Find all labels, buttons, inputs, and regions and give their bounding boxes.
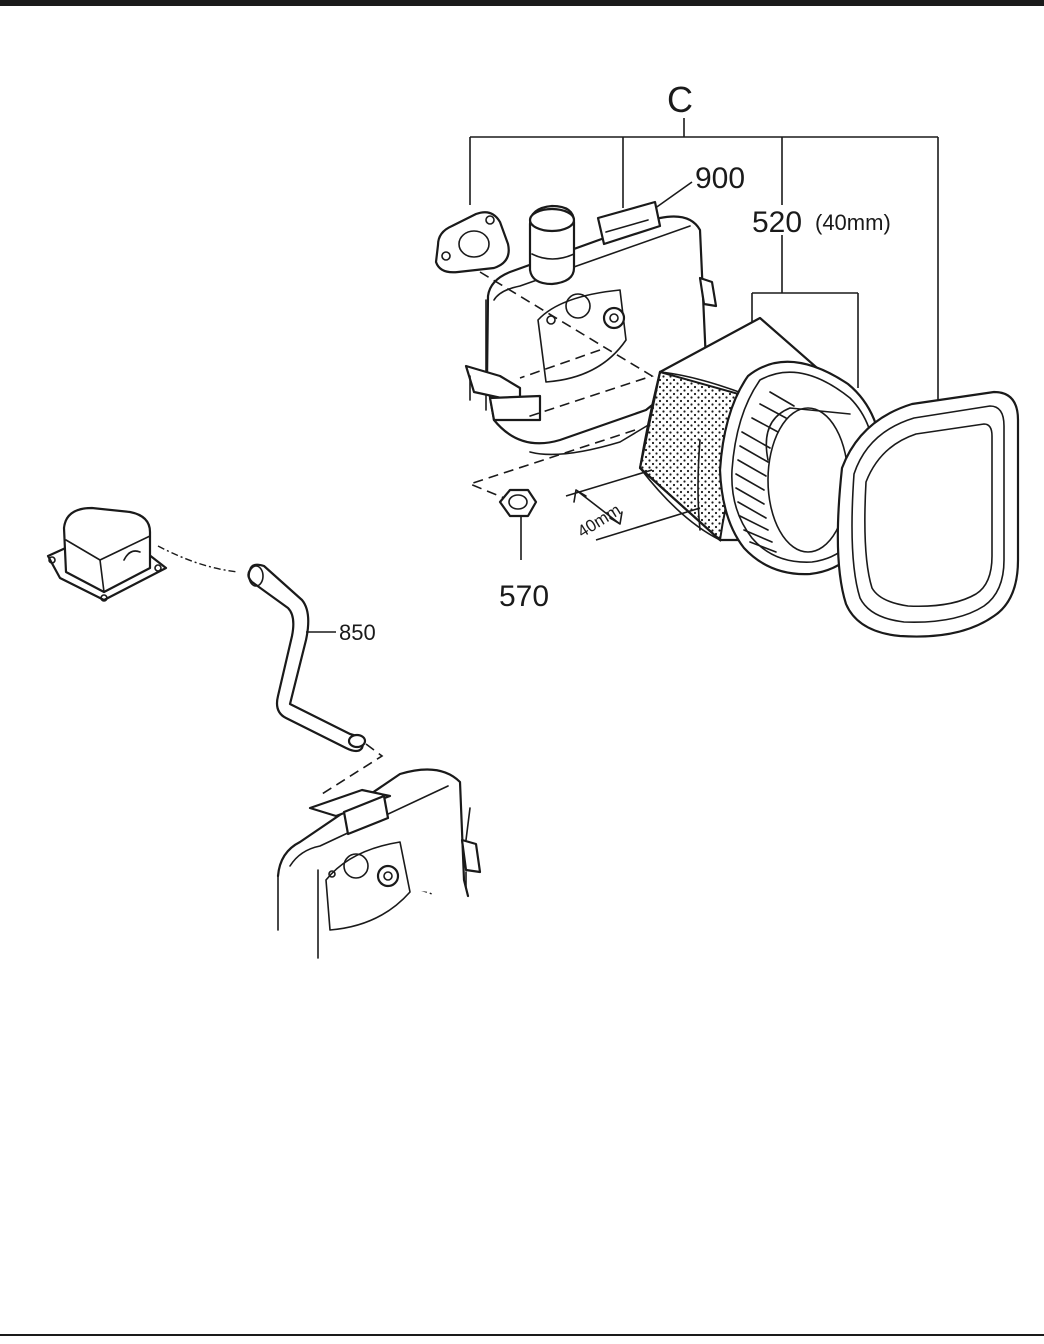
label-520-size: (40mm) <box>815 210 891 235</box>
label-850: 850 <box>339 620 376 645</box>
label-900: 900 <box>695 162 745 195</box>
case-detail-icon <box>278 770 480 959</box>
gasket-icon <box>436 212 509 272</box>
label-dimension: 40mm <box>574 500 624 541</box>
wing-nut-icon <box>500 490 536 560</box>
label-520: 520 <box>752 206 802 239</box>
rocker-cover-icon <box>48 508 166 601</box>
label-570: 570 <box>499 580 549 613</box>
breather-tube-icon <box>248 565 365 751</box>
label-group-c: C <box>667 79 693 120</box>
